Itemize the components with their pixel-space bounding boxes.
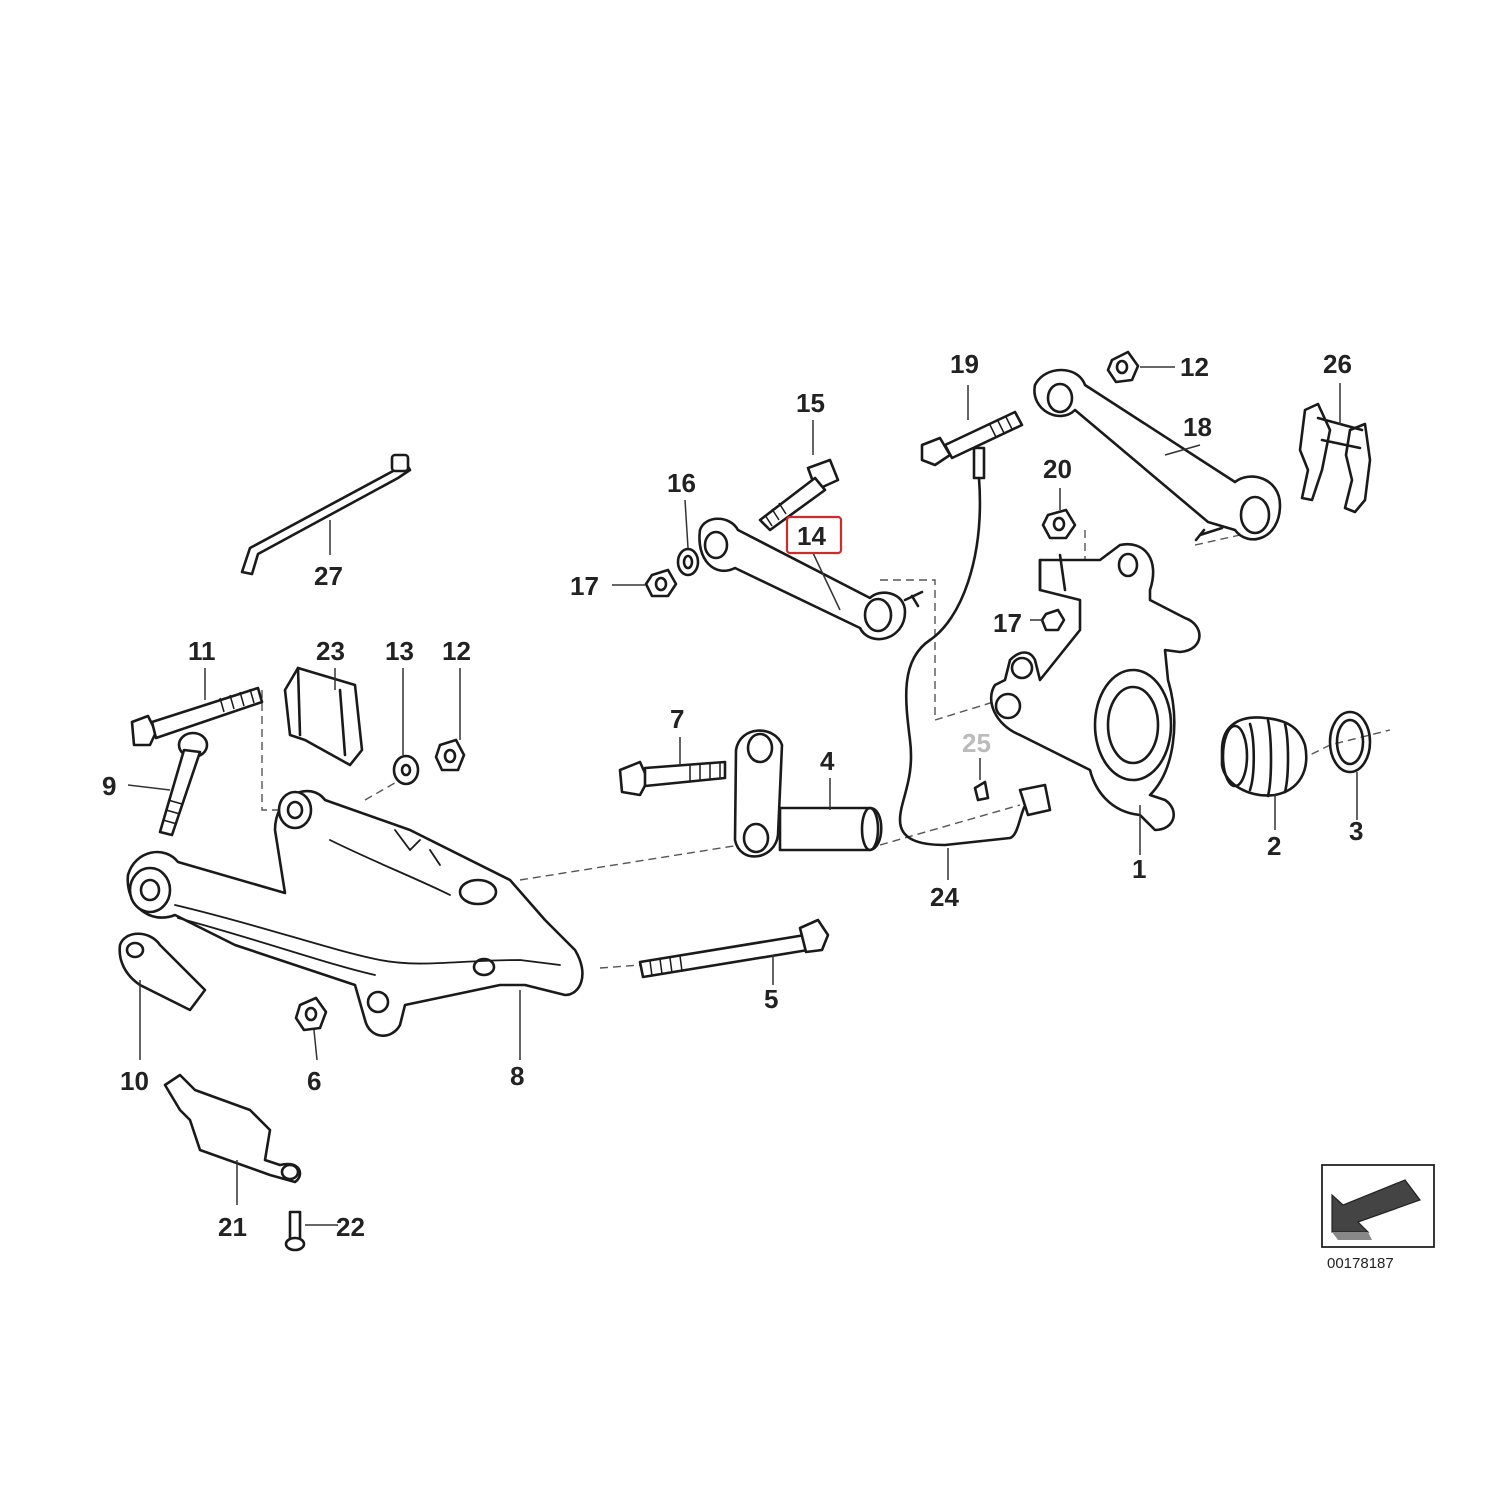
- callout-27: 27: [314, 561, 343, 591]
- callout-20: 20: [1043, 454, 1072, 484]
- part-19-bolt: [920, 410, 1024, 467]
- callout-19: 19: [950, 349, 979, 379]
- callout-17-right: 17: [993, 608, 1022, 638]
- part-15-bolt: [758, 458, 840, 532]
- part-27-cable-tie: [240, 453, 412, 576]
- callout-24: 24: [930, 882, 959, 912]
- part-14-control-arm: [698, 517, 924, 641]
- part-9-bolt: [158, 731, 209, 837]
- callout-22: 22: [336, 1212, 365, 1242]
- orientation-box: [1321, 1164, 1435, 1248]
- direction-arrow-icon: [1331, 1179, 1421, 1240]
- part-12-nut-left: [434, 738, 466, 772]
- callout-13: 13: [385, 636, 414, 666]
- callout-16: 16: [667, 468, 696, 498]
- part-24-speed-sensor-cable: [898, 446, 1052, 847]
- callout-17-left: 17: [570, 571, 599, 601]
- part-20-nut: [1041, 508, 1077, 540]
- part-6-nut: [294, 996, 328, 1032]
- part-17-nut-left: [644, 568, 678, 598]
- callout-25: 25: [962, 728, 991, 758]
- callout-23: 23: [316, 636, 345, 666]
- part-18-upper-arm: [1033, 368, 1282, 542]
- part-23-bracket: [283, 666, 364, 767]
- callout-2: 2: [1267, 831, 1281, 861]
- part-3-circlip: [1328, 710, 1372, 774]
- callout-12-top: 12: [1180, 352, 1209, 382]
- callout-11: 11: [188, 636, 216, 666]
- part-12-nut-top: [1106, 350, 1140, 384]
- part-1-wheel-carrier: [989, 542, 1201, 832]
- part-26-brackets: [1298, 402, 1372, 514]
- diagram-code: 00178187: [1327, 1255, 1394, 1272]
- leader-lines: [127, 366, 1358, 1226]
- callout-26: 26: [1323, 349, 1352, 379]
- part-16-washer: [676, 547, 700, 577]
- part-11-bolt: [130, 686, 264, 747]
- callout-15: 15: [796, 388, 825, 418]
- part-13-washer: [392, 754, 420, 786]
- part-10-bracket: [118, 932, 207, 1012]
- callout-3: 3: [1349, 816, 1363, 846]
- callout-12-left: 12: [442, 636, 471, 666]
- callout-18: 18: [1183, 412, 1212, 442]
- part-8-lower-control-arm: [126, 789, 584, 1037]
- part-17-nut-right: [1040, 608, 1066, 632]
- callout-8: 8: [510, 1061, 524, 1091]
- callout-9: 9: [102, 771, 116, 801]
- part-2-rubber-mount: [1220, 716, 1308, 798]
- callout-6: 6: [307, 1066, 321, 1096]
- callout-1: 1: [1132, 854, 1146, 884]
- callout-14-highlight-box: [785, 515, 843, 555]
- part-22-screw: [284, 1210, 306, 1252]
- part-5-bolt: [638, 918, 830, 979]
- part-21-bracket: [163, 1073, 302, 1184]
- callout-7: 7: [670, 704, 684, 734]
- callout-4: 4: [820, 746, 835, 776]
- callout-14: 14: [797, 521, 826, 551]
- callout-5: 5: [764, 984, 778, 1014]
- part-25-clip: [973, 780, 990, 802]
- callout-10: 10: [120, 1066, 149, 1096]
- part-4-link: [733, 729, 883, 858]
- part-7-bolt: [618, 760, 727, 797]
- callout-labels: 27 11 23 13 12 9 7 4 5 8 6 10 21 22 15 1…: [102, 349, 1363, 1242]
- callout-21: 21: [218, 1212, 247, 1242]
